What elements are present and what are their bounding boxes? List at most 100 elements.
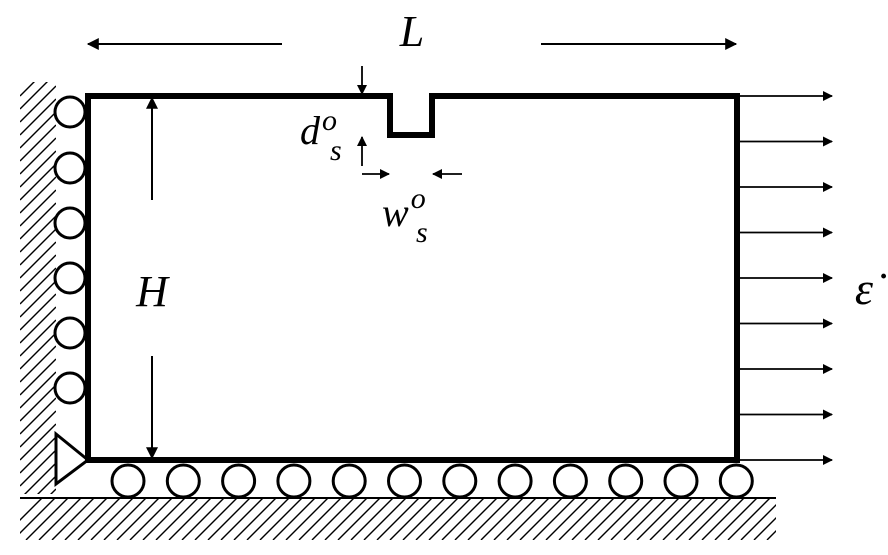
hatch-line	[272, 498, 316, 540]
hatch-line	[20, 176, 56, 214]
roller-circle	[387, 463, 422, 499]
hatch-line	[688, 498, 732, 540]
hatch-line	[571, 498, 615, 540]
left-roller-supports	[53, 95, 87, 405]
hatch-line	[20, 397, 56, 435]
hatch-line	[20, 163, 56, 201]
hatch-line	[506, 498, 550, 540]
hatch-line	[545, 498, 589, 540]
roller-circle	[608, 463, 644, 499]
hatch-line	[623, 498, 667, 540]
hatch-line	[740, 504, 776, 540]
notch-width-label: wo	[382, 182, 426, 235]
hatch-line	[337, 498, 381, 540]
hatch-line	[701, 498, 745, 540]
hatch-line	[298, 498, 342, 540]
hatch-line	[610, 498, 654, 540]
roller-circle	[53, 206, 87, 240]
roller-circle	[53, 95, 87, 129]
hatch-line	[20, 293, 56, 331]
hatch-line	[142, 498, 186, 540]
hatch-line	[675, 498, 719, 540]
hatch-line	[220, 498, 264, 540]
hatch-line	[480, 498, 524, 540]
hatch-line	[20, 228, 56, 266]
left-wall-support	[20, 82, 56, 551]
roller-circle	[442, 463, 478, 499]
hatch-line	[20, 189, 56, 227]
hatch-line	[233, 498, 277, 540]
hatch-line	[181, 498, 225, 540]
hatch-line	[155, 498, 199, 540]
hatch-line	[20, 254, 56, 292]
notch-depth-label: do	[300, 104, 337, 153]
notch-width-subscript: s	[416, 216, 428, 249]
hatch-line	[129, 498, 173, 540]
hatch-line	[64, 498, 108, 540]
hatch-line	[20, 137, 56, 175]
hatch-line	[324, 498, 368, 540]
hatch-line	[20, 502, 56, 538]
bottom-roller-supports	[110, 463, 754, 499]
hatch-line	[20, 202, 56, 240]
hatch-line	[780, 498, 822, 540]
hatch-line	[376, 498, 420, 540]
hatch-line	[20, 345, 56, 383]
hatch-line	[454, 498, 498, 540]
notch-depth-subscript: s	[330, 134, 342, 167]
hatch-line	[20, 319, 56, 357]
roller-circle	[53, 371, 87, 405]
hatch-line	[20, 98, 56, 136]
height-label: H	[135, 267, 170, 316]
roller-circle	[110, 463, 146, 499]
roller-circle	[53, 261, 87, 295]
hatch-line	[77, 498, 121, 540]
hatch-line	[20, 124, 56, 162]
hatch-line	[766, 530, 776, 540]
hatch-line	[207, 498, 251, 540]
hatch-line	[714, 498, 758, 540]
hatch-line	[311, 498, 355, 540]
hatch-line	[90, 498, 134, 540]
hatch-line	[467, 498, 511, 540]
hatch-line	[350, 498, 394, 540]
hatch-line	[20, 384, 56, 422]
pin-support-triangle	[54, 430, 91, 487]
hatch-line	[51, 498, 95, 540]
hatch-line	[20, 267, 56, 305]
hatch-line	[20, 436, 56, 474]
hatch-line	[20, 498, 43, 521]
hatch-line	[415, 498, 459, 540]
hatch-line	[194, 498, 238, 540]
hatch-line	[753, 517, 776, 540]
hatch-line	[168, 498, 212, 540]
roller-circle	[53, 316, 87, 350]
hatch-line	[20, 215, 56, 253]
hatch-line	[20, 150, 56, 188]
hatch-line	[20, 358, 56, 396]
hatch-line	[20, 410, 56, 448]
hatch-line	[24, 462, 56, 494]
hatch-line	[25, 498, 69, 540]
hatch-line	[20, 371, 56, 409]
roller-circle	[718, 463, 754, 499]
hatch-line	[20, 423, 56, 461]
roller-circle	[53, 151, 87, 185]
roller-circle	[331, 463, 367, 499]
hatch-line	[793, 498, 835, 540]
hatch-line	[727, 498, 771, 540]
hatch-line	[20, 85, 56, 123]
hatch-line	[532, 498, 576, 540]
hatch-line	[20, 515, 56, 551]
hatch-line	[389, 498, 433, 540]
hatch-line	[558, 498, 602, 540]
hatch-line	[20, 332, 56, 370]
hatch-line	[649, 498, 693, 540]
ground-support	[20, 497, 835, 540]
hatch-line	[20, 111, 56, 149]
hatch-line	[20, 498, 56, 534]
applied-strain-rate-arrows	[740, 91, 833, 465]
roller-circle	[552, 463, 588, 499]
hatch-line	[20, 280, 56, 318]
